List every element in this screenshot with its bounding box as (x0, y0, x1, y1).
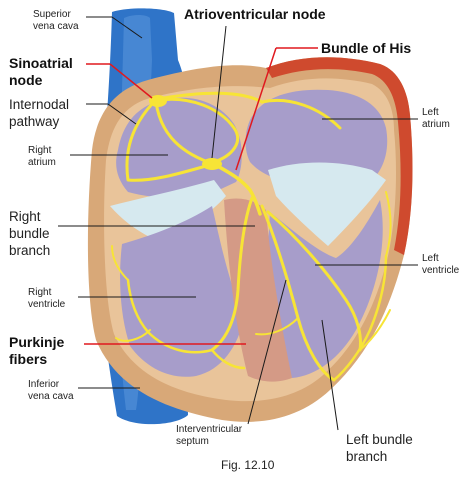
label-right-bundle-branch-line-1: Right (9, 209, 41, 224)
label-superior-vena-cava: Superior vena cava (33, 9, 79, 33)
sinoatrial-node-marker (149, 95, 167, 107)
label-interventricular-septum-line-2: septum (176, 436, 209, 447)
label-atrioventricular-node: Atrioventricular node (184, 6, 326, 22)
label-internodal-pathway-line-2: pathway (9, 114, 60, 129)
label-right-ventricle-line-2: ventricle (28, 299, 66, 310)
label-left-ventricle-line-2: ventricle (422, 265, 460, 276)
label-inferior-vena-cava-line-2: vena cava (28, 391, 74, 402)
conduction-system (111, 91, 392, 382)
label-internodal-pathway-line-1: Internodal (9, 97, 70, 112)
label-left-atrium-line-2: atrium (422, 119, 450, 130)
label-purkinje-fibers: Purkinje fibers (9, 334, 64, 368)
purkinje-right-3 (111, 245, 129, 281)
leader-superior-vena-cava-2 (111, 16, 143, 39)
label-sinoatrial-node-line-1: Sinoatrial (9, 55, 73, 71)
label-left-ventricle-line-1: Left (422, 253, 439, 264)
right-atrium-chamber (116, 97, 242, 199)
internodal-pathway-middle (125, 102, 208, 182)
bundle-of-his-trunk (212, 162, 262, 216)
label-purkinje-fibers-line-2: fibers (9, 351, 48, 367)
label-right-atrium-line-1: Right (28, 145, 52, 156)
internodal-pathway-posterior (158, 97, 240, 164)
epicardium-red-edge (266, 57, 413, 256)
label-left-bundle-branch: Left bundle branch (346, 431, 413, 465)
label-superior-vena-cava-line-2: vena cava (33, 21, 79, 32)
right-bundle-branch-path (210, 196, 254, 352)
leader-lines-black (58, 16, 418, 431)
leader-left-bundle-branch (321, 319, 339, 431)
label-left-bundle-branch-line-1: Left bundle (346, 432, 413, 447)
label-right-ventricle: Right ventricle (28, 287, 65, 311)
label-right-bundle-branch: Right bundle branch (9, 208, 50, 259)
figure-caption: Fig. 12.10 (221, 458, 275, 472)
mitral-valve (268, 162, 386, 246)
label-purkinje-fibers-line-1: Purkinje (9, 334, 65, 350)
label-right-ventricle-line-1: Right (28, 287, 52, 298)
label-interventricular-septum: Interventricular septum (176, 424, 242, 448)
label-right-bundle-branch-line-2: bundle (9, 226, 50, 241)
internodal-pathway-anterior (154, 100, 210, 164)
label-sinoatrial-node-line-2: node (9, 72, 43, 88)
label-inferior-vena-cava: Inferior vena cava (28, 379, 74, 403)
leader-interventricular-septum (247, 279, 287, 425)
purkinje-left-2 (385, 191, 392, 257)
label-left-atrium-line-1: Left (422, 107, 439, 118)
purkinje-left-1 (332, 254, 388, 382)
purkinje-right-2 (210, 348, 246, 370)
tricuspid-valve (110, 180, 226, 240)
label-left-ventricle: Left ventricle (422, 253, 459, 277)
bachmann-bundle (162, 91, 342, 130)
label-inferior-vena-cava-line-1: Inferior (28, 379, 60, 390)
left-atrium-chamber (245, 89, 388, 186)
label-internodal-pathway: Internodal pathway (9, 96, 69, 130)
leader-lines-red (84, 47, 318, 345)
left-bundle-branch-anterior (266, 210, 362, 352)
atrioventricular-node-marker (202, 158, 222, 170)
label-bundle-of-his: Bundle of His (321, 40, 412, 56)
label-superior-vena-cava-line-1: Superior (33, 9, 71, 20)
label-sinoatrial-node: Sinoatrial node (9, 55, 73, 89)
label-right-atrium: Right atrium (28, 145, 56, 169)
label-right-atrium-line-2: atrium (28, 157, 56, 168)
label-interventricular-septum-line-1: Interventricular (176, 424, 243, 435)
label-left-bundle-branch-line-2: branch (346, 449, 388, 464)
leader-internodal-pathway-2 (107, 103, 137, 125)
left-ventricle-chamber (268, 200, 383, 378)
leader-atrioventricular-node (211, 25, 227, 159)
label-left-atrium: Left atrium (422, 107, 450, 131)
purkinje-right-4 (115, 329, 151, 342)
label-right-bundle-branch-line-3: branch (9, 243, 51, 258)
purkinje-septum (255, 317, 299, 336)
leader-sinoatrial-node-2 (109, 63, 153, 99)
leader-bundle-of-his-2 (235, 47, 277, 171)
purkinje-left-3 (359, 309, 391, 351)
